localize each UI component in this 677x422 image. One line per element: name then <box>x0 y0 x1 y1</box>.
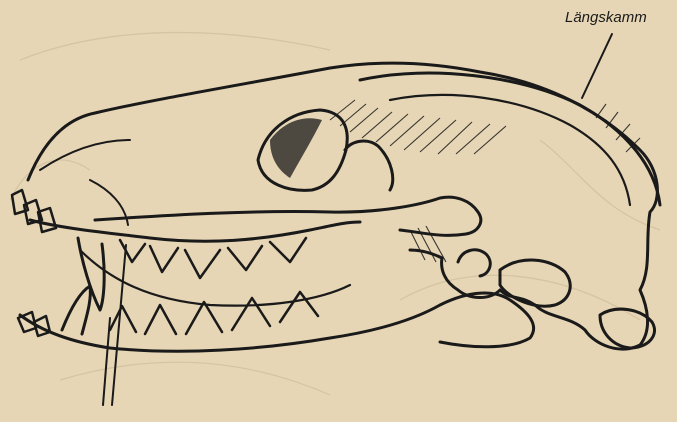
lower-incisors <box>18 312 50 336</box>
lower-teeth <box>110 292 318 334</box>
sagittal-crest <box>360 73 660 205</box>
teeth-leader-line-1 <box>103 318 110 405</box>
upper-teeth <box>120 238 306 278</box>
zygomatic-arch <box>95 197 481 235</box>
mastoid-process <box>458 250 490 276</box>
shading-hatching <box>330 100 640 262</box>
crest-leader-line <box>582 34 612 98</box>
postorbital-process <box>345 141 393 190</box>
lower-canine <box>62 286 90 334</box>
crest-label: Längskamm <box>565 9 647 26</box>
crest-inner-edge <box>390 95 630 205</box>
nasal-line <box>40 140 130 170</box>
teeth-leader-line-2 <box>112 245 126 405</box>
